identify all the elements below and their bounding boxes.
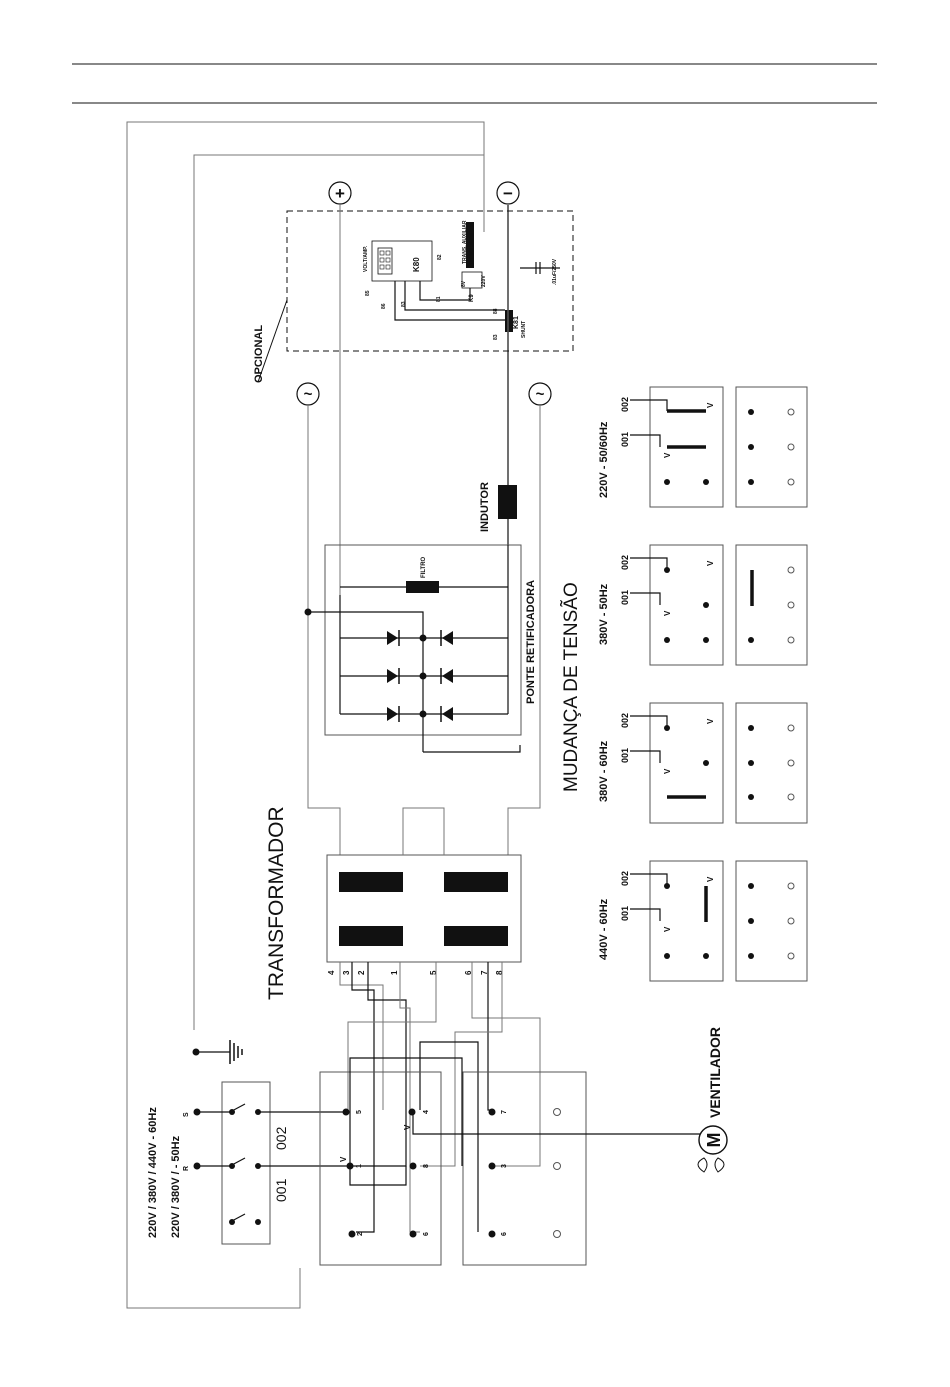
cap-label: .01uF/250V xyxy=(552,258,558,285)
config-380v50-voltage: 380V - 50Hz xyxy=(598,583,610,645)
tb-v-mid: V xyxy=(403,1124,412,1130)
tb-6b: 6 xyxy=(501,1232,508,1236)
shunt-label: SHUNT xyxy=(521,321,527,338)
c440-v-bot: V xyxy=(663,926,672,932)
n85-label: 85 xyxy=(365,290,371,296)
opcional-label: OPCIONAL xyxy=(253,325,265,383)
mudanca-label: MUDANÇA DE TENSÃO xyxy=(560,582,582,792)
n81-label: 81 xyxy=(436,296,442,302)
tb-1: 1 xyxy=(356,1164,363,1168)
minus-symbol: − xyxy=(503,184,513,203)
phase-r: R xyxy=(183,1166,190,1171)
trans-aux-label: TRANS. AUXILIAR xyxy=(462,220,468,264)
tb-4: 4 xyxy=(423,1110,430,1114)
tt-1: 1 xyxy=(390,970,399,975)
dc-terminals xyxy=(328,181,520,595)
k80-label: K80 xyxy=(412,257,421,272)
filter-block xyxy=(406,581,439,593)
n82-label: 82 xyxy=(437,254,443,260)
c380a-001: 001 xyxy=(620,590,630,605)
tt-3: 3 xyxy=(342,970,351,975)
c440-v-top: V xyxy=(706,876,715,882)
tt-4: 4 xyxy=(327,970,336,975)
c440-002: 002 xyxy=(620,871,630,886)
transformer-terminal-labels: 4 3 2 1 5 6 7 8 xyxy=(327,970,504,975)
c380b-002: 002 xyxy=(620,713,630,728)
config-380v60-voltage: 380V - 60Hz xyxy=(598,740,610,802)
inductor xyxy=(498,485,517,519)
tb-7: 7 xyxy=(501,1110,508,1114)
n88-label: 88 xyxy=(493,308,499,314)
c380b-v-bot: V xyxy=(663,768,672,774)
n86-label: 86 xyxy=(381,303,387,309)
plus-terminal[interactable] xyxy=(328,181,352,205)
plus-symbol: + xyxy=(335,184,345,203)
tb-3: 3 xyxy=(501,1164,508,1168)
main-switch[interactable] xyxy=(193,1081,351,1245)
c380a-002: 002 xyxy=(620,555,630,570)
n83-label: 83 xyxy=(401,301,407,307)
tt-7: 7 xyxy=(480,970,489,975)
tt-6: 6 xyxy=(464,970,473,975)
config-440v-voltage: 440V - 60Hz xyxy=(598,898,610,960)
optional-module xyxy=(257,210,574,383)
c220-v-bot: V xyxy=(663,452,672,458)
indutor-label: INDUTOR xyxy=(479,482,491,532)
c380a-v-bot: V xyxy=(663,610,672,616)
tilde-left: ~ xyxy=(304,386,313,403)
k9-label: K9 xyxy=(469,294,475,302)
config-220v-voltage: 220V - 50/60Hz xyxy=(598,421,610,498)
de-voltamp-label: DE VOLT/AMP. xyxy=(469,229,475,264)
outer-ground-loop xyxy=(126,121,485,1309)
filtro-label: FILTRO xyxy=(421,556,427,578)
minus-terminal[interactable] xyxy=(496,181,520,205)
transformer-wiring xyxy=(339,962,541,1233)
phase-s: S xyxy=(183,1112,190,1117)
tilde-right: ~ xyxy=(536,386,545,403)
terminal-block-left xyxy=(319,1057,463,1266)
c440-001: 001 xyxy=(620,906,630,921)
v8-label: 8V xyxy=(461,280,467,287)
c220-001: 001 xyxy=(620,432,630,447)
tt-5: 5 xyxy=(429,970,438,975)
fan-motor xyxy=(412,1112,728,1173)
transformador-label: TRANSFORMADOR xyxy=(265,806,288,1000)
config-440v xyxy=(630,860,808,982)
config-380v-60hz xyxy=(630,702,808,824)
c220-002: 002 xyxy=(620,397,630,412)
c220-v-top: V xyxy=(706,402,715,408)
voltamp-label: VOLT/AMP. xyxy=(363,245,369,272)
ground-symbol xyxy=(192,1040,243,1064)
config-380v-50hz xyxy=(630,544,808,666)
terminal-block-right xyxy=(462,1071,587,1266)
config-220v xyxy=(630,386,808,508)
tt-2: 2 xyxy=(357,970,366,975)
switch-001: 001 xyxy=(273,1178,289,1202)
c380b-v-top: V xyxy=(706,718,715,724)
motor-letter: M xyxy=(704,1133,724,1148)
tb-6: 6 xyxy=(423,1232,430,1236)
k81-label: K81 xyxy=(513,316,520,329)
tt-8: 8 xyxy=(495,970,504,975)
rectifier-bridge xyxy=(304,544,522,753)
c380a-v-top: V xyxy=(706,560,715,566)
ponte-label: PONTE RETIFICADORA xyxy=(525,580,537,704)
switch-002: 002 xyxy=(273,1126,289,1150)
supply-line2: 220V / 380V / - 50Hz xyxy=(170,1135,182,1238)
tb-5: 5 xyxy=(356,1110,363,1114)
ventilador-label: VENTILADOR xyxy=(707,1027,723,1118)
v220-label: 220V xyxy=(481,275,487,287)
c380b-001: 001 xyxy=(620,748,630,763)
tb-8: 8 xyxy=(423,1164,430,1168)
transformer xyxy=(326,807,522,963)
supply-line1: 220V / 380V / 440V - 60Hz xyxy=(147,1107,159,1238)
ac-terminals xyxy=(296,382,552,855)
n83b-label: 83 xyxy=(493,334,499,340)
tb-2: 2 xyxy=(357,1232,364,1236)
tb-v-left: V xyxy=(339,1156,348,1162)
